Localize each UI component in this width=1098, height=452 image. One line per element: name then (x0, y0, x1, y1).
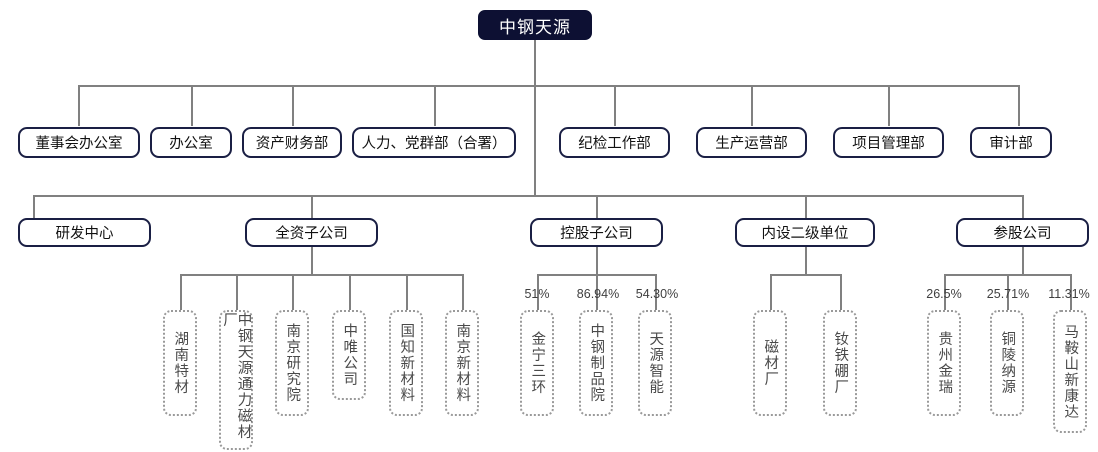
connector-drop-holding-3 (655, 274, 657, 310)
connector-drop-wholly-4 (349, 274, 351, 310)
group-box-holding[interactable]: 控股子公司 (530, 218, 663, 247)
leaf-wholly-owned-1[interactable]: 湖南特材 (163, 310, 197, 416)
leaf-wholly-owned-3[interactable]: 南京研究院 (275, 310, 309, 416)
leaf-equity-1[interactable]: 贵州金瑞 (927, 310, 961, 416)
leaf-wholly-owned-5[interactable]: 国知新材料 (389, 310, 423, 416)
connector-drop-dept-3 (292, 85, 294, 126)
connector-internal-bus (770, 274, 840, 276)
connector-drop-wholly-2 (236, 274, 238, 310)
department-box-2[interactable]: 办公室 (150, 127, 232, 158)
connector-drop-dept-1 (78, 85, 80, 126)
leaf-holding-1[interactable]: 金宁三环 (520, 310, 554, 416)
connector-drop-wholly-6 (462, 274, 464, 310)
connector-wholly-owned-bus (180, 274, 463, 276)
connector-drop-dept-8 (1018, 85, 1020, 126)
connector-drop-internal-2 (840, 274, 842, 310)
pct-holding-2: 86.94% (576, 287, 620, 301)
connector-drop-equity-2 (1007, 274, 1009, 310)
leaf-wholly-owned-6[interactable]: 南京新材料 (445, 310, 479, 416)
department-box-1[interactable]: 董事会办公室 (18, 127, 140, 158)
department-box-7[interactable]: 项目管理部 (833, 127, 944, 158)
pct-equity-1: 26.5% (926, 287, 962, 301)
leaf-wholly-owned-2[interactable]: 中钢天源通力磁材厂 (219, 310, 253, 450)
group-box-equity-stakes[interactable]: 参股公司 (956, 218, 1089, 247)
connector-drop-dept-5 (614, 85, 616, 126)
connector-drop-group-1 (33, 195, 35, 218)
connector-holding-stem (596, 247, 598, 274)
connector-wholly-owned-stem (311, 247, 313, 274)
connector-drop-holding-2 (596, 274, 598, 310)
leaf-wholly-owned-4[interactable]: 中唯公司 (332, 310, 366, 400)
department-box-6[interactable]: 生产运营部 (696, 127, 807, 158)
connector-drop-equity-1 (944, 274, 946, 310)
leaf-equity-2[interactable]: 铜陵纳源 (990, 310, 1024, 416)
group-box-internal-units[interactable]: 内设二级单位 (735, 218, 875, 247)
connector-drop-dept-2 (191, 85, 193, 126)
group-box-rnd-center[interactable]: 研发中心 (18, 218, 151, 247)
connector-drop-dept-6 (751, 85, 753, 126)
department-box-8[interactable]: 审计部 (970, 127, 1052, 158)
connector-drop-dept-7 (888, 85, 890, 126)
connector-equity-stem (1022, 247, 1024, 274)
connector-root-trunk (534, 40, 536, 195)
connector-drop-internal-1 (770, 274, 772, 310)
connector-drop-wholly-1 (180, 274, 182, 310)
connector-drop-wholly-5 (406, 274, 408, 310)
pct-holding-1: 51% (524, 287, 550, 301)
department-box-4[interactable]: 人力、党群部（合署） (352, 127, 516, 158)
department-box-5[interactable]: 纪检工作部 (559, 127, 670, 158)
connector-drop-group-3 (596, 195, 598, 218)
connector-drop-equity-3 (1070, 274, 1072, 310)
department-box-3[interactable]: 资产财务部 (242, 127, 342, 158)
connector-drop-group-2 (311, 195, 313, 218)
connector-group-bus (33, 195, 1022, 197)
connector-drop-dept-4 (434, 85, 436, 126)
connector-internal-stem (805, 247, 807, 274)
connector-drop-wholly-3 (292, 274, 294, 310)
group-box-wholly-owned[interactable]: 全资子公司 (245, 218, 378, 247)
connector-drop-group-4 (805, 195, 807, 218)
root-node[interactable]: 中钢天源 (478, 10, 592, 40)
connector-drop-holding-1 (537, 274, 539, 310)
pct-holding-3: 54.30% (635, 287, 679, 301)
pct-equity-3: 11.31% (1048, 287, 1090, 301)
connector-drop-group-5 (1022, 195, 1024, 218)
leaf-equity-3[interactable]: 马鞍山新康达 (1053, 310, 1087, 433)
leaf-internal-unit-2[interactable]: 钕铁硼厂 (823, 310, 857, 416)
leaf-holding-2[interactable]: 中钢制品院 (579, 310, 613, 416)
leaf-holding-3[interactable]: 天源智能 (638, 310, 672, 416)
pct-equity-2: 25.71% (986, 287, 1030, 301)
connector-department-bus (78, 85, 1018, 87)
leaf-internal-unit-1[interactable]: 磁材厂 (753, 310, 787, 416)
